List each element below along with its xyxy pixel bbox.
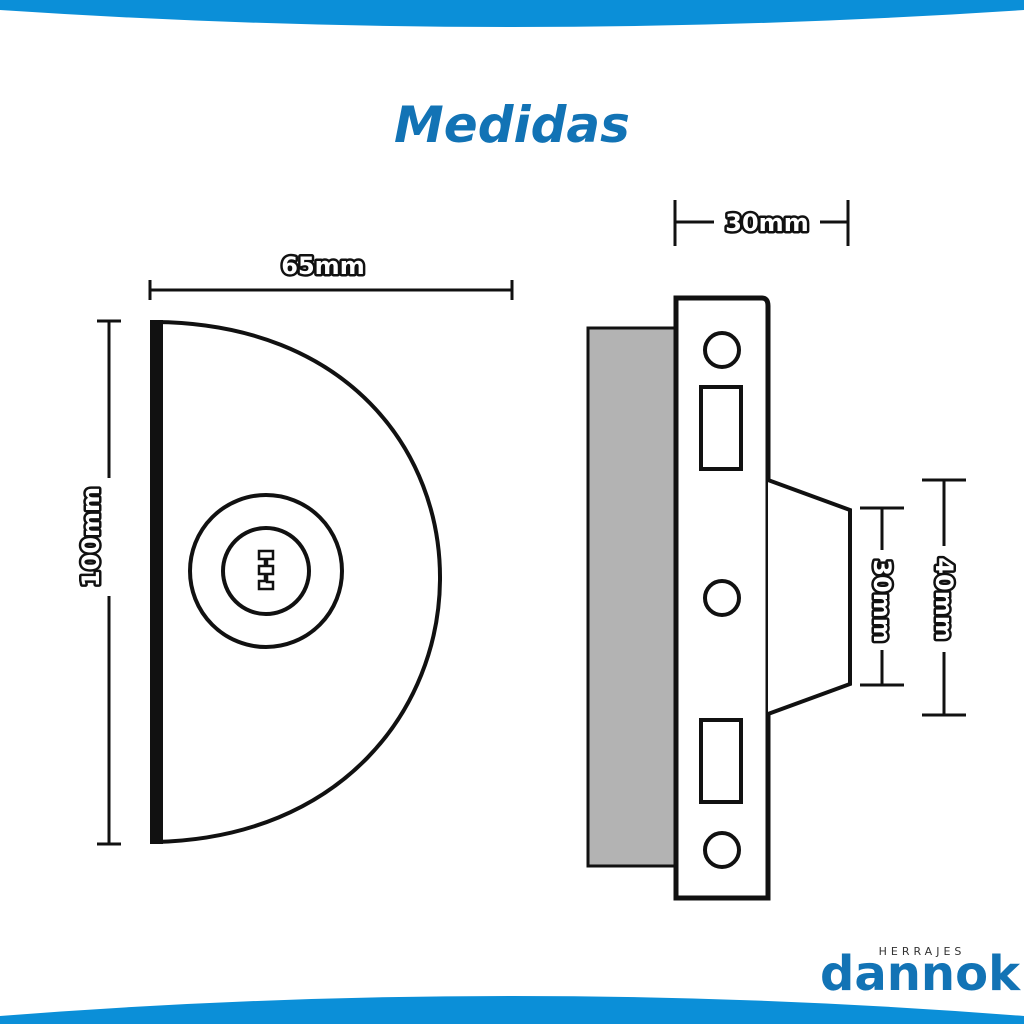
latch-slot-top [699, 385, 743, 471]
top-blue-band [0, 0, 1024, 27]
front-plate-edge [150, 320, 163, 844]
side-depth-dimension: 30mm [673, 200, 850, 246]
screw-hole-bottom [703, 831, 741, 869]
brand-logo: HERRAJES dannok [820, 945, 1021, 1002]
screw-hole-top [703, 331, 741, 369]
knob-outer-height-dimension: 40mm [922, 478, 966, 717]
knob-profile [767, 478, 852, 716]
page-title: Medidas [394, 96, 630, 154]
side-view [586, 295, 852, 901]
front-width-label: 65mm [281, 252, 364, 280]
front-height-label: 100mm [77, 487, 105, 587]
brand-tagline: HERRAJES [879, 945, 966, 958]
screw-hole-middle [703, 579, 741, 617]
knob-inner-height-label: 30mm [868, 559, 896, 642]
brand-name: dannok [820, 946, 1021, 1002]
bottom-blue-band [0, 996, 1024, 1024]
latch-slot-bottom [699, 718, 743, 804]
gray-mounting-block [586, 326, 678, 868]
knob-inner-height-dimension: 30mm [860, 506, 904, 687]
keyhole-icon [257, 549, 275, 591]
side-depth-label: 30mm [725, 209, 808, 237]
front-height-dimension: 100mm [75, 319, 121, 846]
front-view [150, 320, 442, 844]
knob-outer-height-label: 40mm [930, 557, 958, 640]
front-width-dimension: 65mm [148, 250, 514, 300]
